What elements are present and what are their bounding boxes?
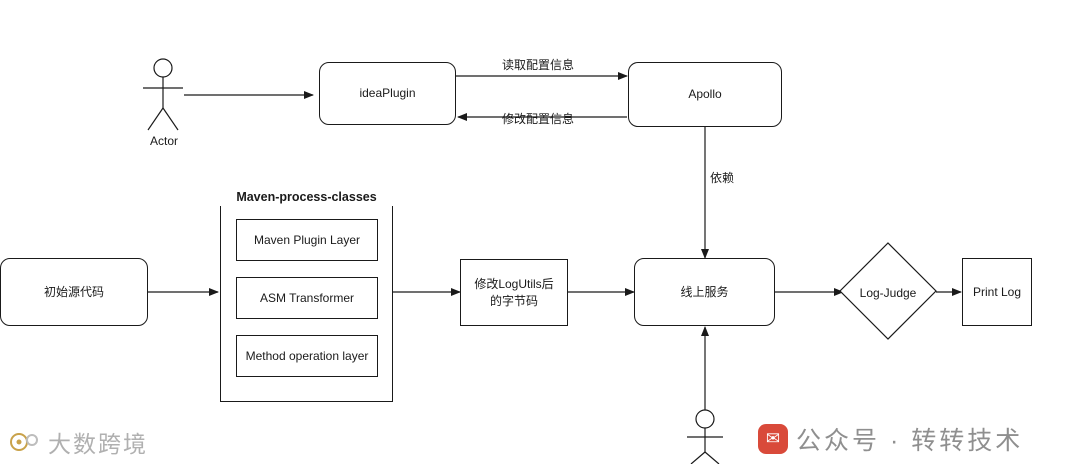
edge-label-depends: 依赖 <box>710 171 735 185</box>
watermark-left: 大数跨境 <box>10 425 148 459</box>
node-method-operation-layer-label: Method operation layer <box>245 348 369 363</box>
watermark-right: ✉ 公众号 · 转转技术 <box>758 421 1023 457</box>
node-print-log-label: Print Log <box>972 284 1022 299</box>
watermark-left-icon <box>10 433 38 451</box>
node-modified-bytecode[interactable]: 修改LogUtils后 的字节码 <box>460 259 568 326</box>
actor-label: Actor <box>149 134 178 148</box>
node-source-code-label: 初始源代码 <box>43 284 104 299</box>
node-apollo-label: Apollo <box>688 87 722 102</box>
node-maven-plugin-layer[interactable]: Maven Plugin Layer <box>236 219 378 261</box>
node-online-service-label: 线上服务 <box>680 284 729 299</box>
node-asm-transformer[interactable]: ASM Transformer <box>236 277 378 319</box>
watermark-left-text: 大数跨境 <box>48 431 148 457</box>
actor-figure <box>143 58 183 131</box>
node-apollo[interactable]: Apollo <box>628 62 782 127</box>
node-modified-bytecode-line2: 的字节码 <box>489 293 538 308</box>
envelope-icon: ✉ <box>758 424 788 454</box>
node-online-service[interactable]: 线上服务 <box>634 258 775 326</box>
watermark-right-text: 公众号 · 转转技术 <box>796 427 1024 455</box>
node-method-operation-layer[interactable]: Method operation layer <box>236 335 378 377</box>
node-modified-bytecode-line1: 修改LogUtils后 <box>474 277 554 292</box>
edge-label-modify-config: 修改配置信息 <box>501 112 574 126</box>
edge-label-read-config: 读取配置信息 <box>501 58 574 72</box>
node-source-code[interactable]: 初始源代码 <box>0 258 148 326</box>
user-figure <box>687 409 723 464</box>
node-maven-plugin-layer-label: Maven Plugin Layer <box>253 232 361 247</box>
node-idea-plugin-label: ideaPlugin <box>359 86 416 101</box>
node-log-judge-label: Log-Judge <box>859 286 917 300</box>
node-print-log[interactable]: Print Log <box>962 258 1032 326</box>
node-asm-transformer-label: ASM Transformer <box>259 290 355 305</box>
node-idea-plugin[interactable]: ideaPlugin <box>319 62 456 125</box>
group-maven-title: Maven-process-classes <box>220 188 393 206</box>
